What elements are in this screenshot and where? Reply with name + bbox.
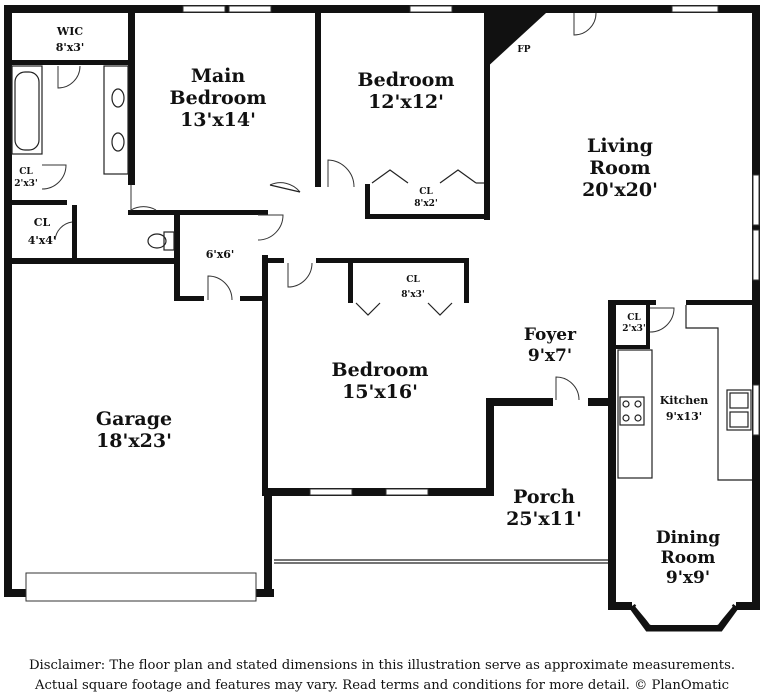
closet-4x4-dims: 4'x4' <box>28 234 57 247</box>
wic-label: WIC <box>56 25 83 38</box>
bedroom-mid-label: Bedroom <box>332 359 429 381</box>
main-bedroom-dims: 13'x14' <box>180 109 256 131</box>
kitchen-closet-label: CL <box>627 313 641 323</box>
room-labels: WIC 8'x3' Main Bedroom 13'x14' Bedroom 1… <box>14 25 720 588</box>
windows <box>25 5 760 602</box>
living-room-label-line2: Room <box>589 157 650 179</box>
wic-dims: 8'x3' <box>56 41 85 54</box>
kitchen-closet-dims: 2'x3' <box>622 324 645 334</box>
hall-dims: 6'x6' <box>206 248 235 261</box>
kitchen-dims: 9'x13' <box>666 410 702 423</box>
doors <box>41 12 675 401</box>
dining-room-dims: 9'x9' <box>666 568 710 588</box>
foyer-label: Foyer <box>524 325 577 345</box>
bedroom-mid-closet-label: CL <box>406 275 420 285</box>
garage-label: Garage <box>96 408 172 430</box>
kitchen-label: Kitchen <box>660 394 709 407</box>
living-room-dims: 20'x20' <box>582 179 658 201</box>
porch-label: Porch <box>513 486 575 508</box>
disclaimer-line2: Actual square footage and features may v… <box>35 678 729 693</box>
dining-room-label-line1: Dining <box>656 528 720 548</box>
porch-dims: 25'x11' <box>506 508 582 530</box>
fireplace-shape <box>484 13 546 70</box>
kitchen-fixtures <box>617 305 752 481</box>
bedroom-top-closet-label: CL <box>419 187 433 197</box>
closet-4x4-label: CL <box>34 216 51 229</box>
bedroom-top-label: Bedroom <box>358 69 455 91</box>
bifold-doors <box>355 169 484 316</box>
disclaimer: Disclaimer: The floor plan and stated di… <box>0 656 764 696</box>
bedroom-mid-closet-dims: 8'x3' <box>401 290 424 300</box>
bedroom-top-closet-dims: 8'x2' <box>414 199 437 209</box>
main-bedroom-label-line1: Main <box>191 65 246 87</box>
bath-closet-label: CL <box>19 167 33 177</box>
garage-dims: 18'x23' <box>96 430 172 452</box>
foyer-dims: 9'x7' <box>528 346 572 366</box>
fireplace-label: FP <box>517 45 530 55</box>
bedroom-top-dims: 12'x12' <box>368 91 444 113</box>
main-bedroom-label-line2: Bedroom <box>170 87 267 109</box>
disclaimer-line1: Disclaimer: The floor plan and stated di… <box>28 658 736 673</box>
dining-room-label-line2: Room <box>661 548 716 568</box>
bath-closet-dims: 2'x3' <box>14 179 37 189</box>
living-room-label-line1: Living <box>587 135 653 157</box>
bedroom-mid-dims: 15'x16' <box>342 381 418 403</box>
bath-fixtures <box>11 65 175 251</box>
interior-walls <box>12 5 760 496</box>
bay-window <box>629 603 739 632</box>
